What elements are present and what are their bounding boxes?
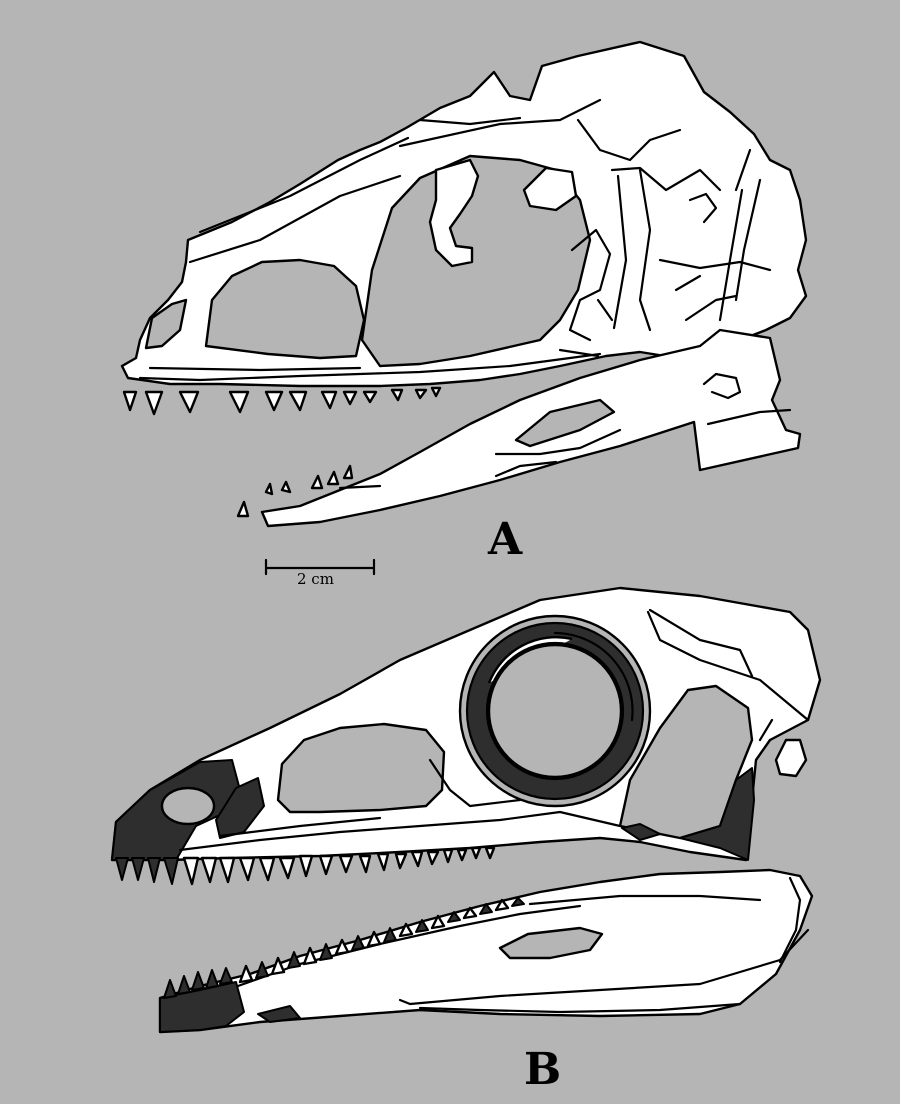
- skull-b-pupil-area: [487, 643, 623, 779]
- panel-label-b: B: [524, 1044, 562, 1095]
- skull-b-upper-teeth: [115, 846, 496, 886]
- skull-a-sclerotic-plates: [428, 158, 480, 268]
- skull-a-postorbital-fragment: [522, 166, 578, 212]
- skull-a-naris: [144, 298, 188, 350]
- skull-a: [120, 40, 808, 388]
- skull-a-mandible: [260, 328, 802, 528]
- skull-a-antorbital-fenestra: [204, 258, 366, 360]
- skull-b-mandible: [158, 868, 814, 1034]
- skull-a-lower-teeth: [236, 464, 354, 518]
- skull-b-occipital-condyle: [774, 738, 808, 778]
- skull-b-naris: [160, 786, 216, 826]
- skull-b-maxilla-dark-patch: [215, 777, 265, 839]
- scale-bar: [264, 558, 376, 576]
- skull-a-mandibular-fenestra: [514, 398, 616, 448]
- skull-a-upper-teeth: [122, 386, 442, 416]
- panel-label-a: A: [488, 514, 523, 565]
- scale-bar-label: 2 cm: [297, 570, 334, 588]
- skull-b-mandibular-fenestra: [498, 926, 604, 960]
- skull-b-antorbital-fenestra: [276, 722, 446, 814]
- skull-a-orbit: [360, 154, 592, 368]
- skull-b: [110, 586, 822, 862]
- skull-b-lower-teeth: [163, 897, 525, 999]
- skull-b-quadrate-dark: [679, 767, 755, 861]
